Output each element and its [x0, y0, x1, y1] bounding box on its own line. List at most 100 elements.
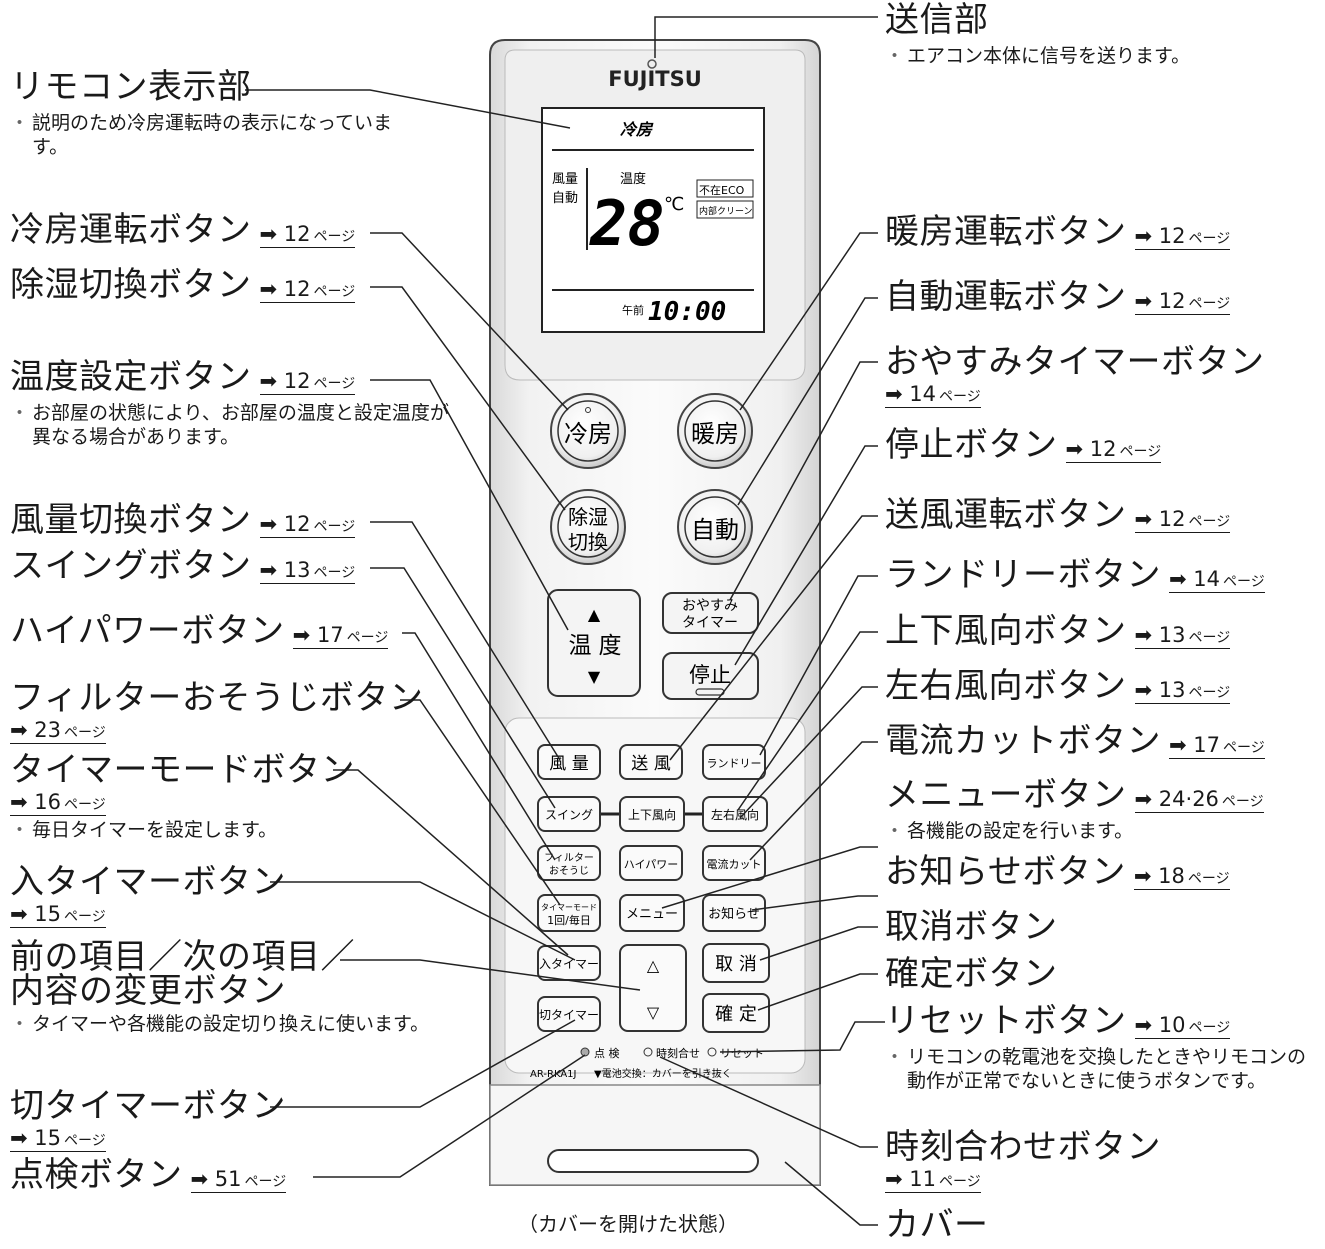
page-number: 12 [1089, 437, 1117, 461]
temp-up-icon: ▲ [588, 605, 601, 624]
timer-mode-button[interactable]: タイマーモード 1回/毎日 [537, 894, 601, 932]
fan-speed-button[interactable]: 風 量 [537, 744, 601, 780]
label-off-timer-title: 切タイマーボタン [10, 1086, 286, 1126]
battery-note: ▼電池交換：カバーを引き抜く [594, 1067, 732, 1080]
page-number: 12 [283, 512, 311, 536]
page-suffix: ページ [1119, 444, 1162, 460]
swing-button[interactable]: スイング [537, 796, 601, 832]
label-display-note: 説明のため冷房運転時の表示になっています。 [10, 111, 402, 159]
page-number: 16 [34, 790, 62, 814]
page-suffix: ページ [1188, 630, 1231, 646]
sleep-label-1: おやすみ [682, 598, 738, 614]
page-number: 51 [214, 1167, 242, 1191]
fan-mode-button[interactable]: 送 風 [619, 744, 683, 780]
arrow-icon: ➡ [1169, 567, 1187, 591]
page-number: 12 [283, 277, 311, 301]
page-number: 14 [909, 382, 937, 406]
vertical-direction-button[interactable]: 上下風向 [619, 796, 685, 832]
heat-button-label: 暖房 [691, 420, 739, 448]
page-suffix: ページ [1223, 740, 1265, 756]
current-cut-button[interactable]: 電流カット [702, 845, 766, 881]
leader-lines [245, 16, 885, 1226]
temperature-button[interactable]: ▲ 温 度 ▼ [547, 589, 641, 697]
high-power-button[interactable]: ハイパワー [619, 845, 683, 881]
filter-label-2: おそうじ [549, 865, 589, 877]
page-suffix: ページ [1188, 514, 1231, 530]
page-suffix: ページ [244, 1174, 287, 1190]
clock-button[interactable]: 時刻合せ [643, 1046, 700, 1060]
reset-button[interactable]: リセット [707, 1047, 764, 1060]
horizontal-label: 左右風向 [711, 807, 759, 822]
check-button[interactable]: 点 検 [580, 1046, 620, 1060]
page-suffix: ページ [939, 1174, 981, 1190]
temp-label-1: 温 [569, 633, 592, 659]
arrow-icon: ➡ [10, 790, 28, 814]
off-timer-button[interactable]: 切タイマー [537, 996, 601, 1032]
lcd-eco-badge: 不在ECO [699, 184, 745, 197]
page-number: 23 [34, 718, 62, 742]
page-suffix: ページ [1188, 296, 1231, 312]
on-timer-button[interactable]: 入タイマー [537, 945, 601, 981]
brand-logo: FUJITSU [608, 67, 702, 91]
page-number: 11 [909, 1167, 937, 1191]
auto-button[interactable]: 自動 [677, 489, 753, 565]
heat-button[interactable]: 暖房 [677, 393, 753, 469]
menu-button[interactable]: メニュー [619, 894, 685, 932]
label-prev-next-note: タイマーや各機能の設定切り換えに使います。 [10, 1012, 452, 1036]
dry-button[interactable]: 除湿 切換 [550, 489, 626, 565]
arrow-icon: ➡ [10, 718, 28, 742]
laundry-button[interactable]: ランドリー [702, 744, 766, 780]
label-auto-title: 自動運転ボタン [885, 277, 1127, 317]
lcd-ampm: 午前 [622, 303, 644, 317]
sleep-timer-button[interactable]: おやすみ タイマー [662, 592, 759, 634]
filter-clean-button[interactable]: フィルター おそうじ [537, 845, 601, 881]
lcd-temp-label: 温度 [620, 171, 646, 187]
label-notice-title: お知らせボタン [885, 852, 1126, 892]
up-icon: △ [647, 956, 660, 975]
arrow-icon: ➡ [1134, 678, 1153, 702]
page-number: 13 [283, 558, 311, 582]
fan-speed-label: 風 量 [549, 754, 588, 774]
notice-button[interactable]: お知らせ [702, 894, 766, 932]
stop-button[interactable]: 停止 [662, 652, 759, 700]
page-number: 12 [1158, 289, 1186, 313]
cancel-button[interactable]: 取 消 [702, 943, 770, 983]
sleep-label-2: タイマー [682, 615, 738, 631]
label-temp-title: 温度設定ボタン [10, 357, 252, 397]
confirm-button[interactable]: 確 定 [702, 993, 770, 1033]
cool-button[interactable]: 冷房 [550, 393, 626, 469]
horizontal-direction-button[interactable]: 左右風向 [702, 796, 768, 832]
arrow-icon: ➡ [1134, 507, 1153, 531]
lcd-fan-auto: 自動 [552, 191, 578, 206]
